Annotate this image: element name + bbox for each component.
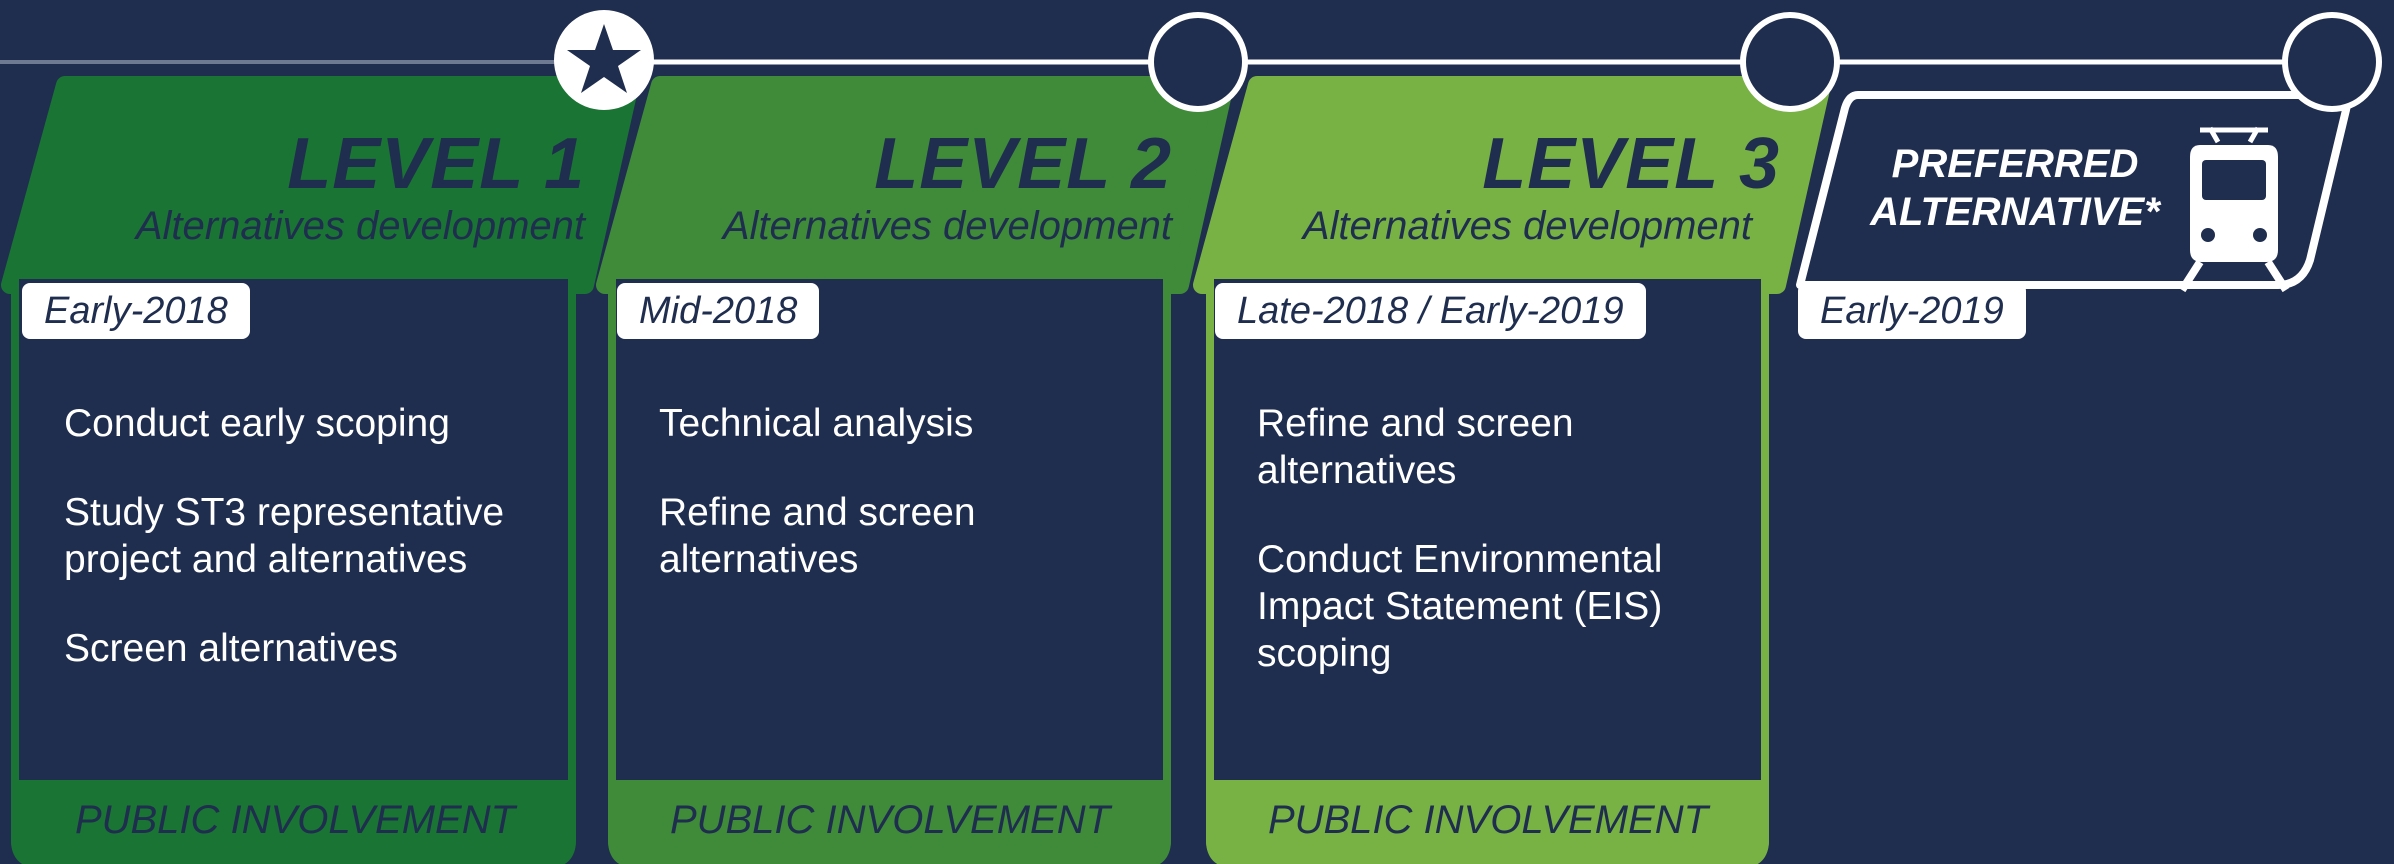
level-3-subtitle: Alternatives development bbox=[1302, 204, 1752, 248]
level-1-panel bbox=[1, 76, 639, 864]
level-2-subtitle: Alternatives development bbox=[722, 204, 1172, 248]
level-3-title: LEVEL 3 bbox=[1482, 124, 1780, 204]
milestone-1 bbox=[554, 10, 654, 110]
task-item: Technical analysis bbox=[659, 402, 974, 445]
level-2-title: LEVEL 2 bbox=[874, 124, 1172, 204]
level-1-title: LEVEL 1 bbox=[287, 124, 585, 204]
level-2-date: Mid-2018 bbox=[617, 283, 820, 339]
task-item: Study ST3 representative project and alt… bbox=[64, 491, 505, 581]
task-item: Conduct early scoping bbox=[64, 402, 450, 445]
level-3-footer: PUBLIC INVOLVEMENT bbox=[1267, 798, 1709, 842]
task-item: Conduct Environmental Impact Statement (… bbox=[1257, 538, 1663, 675]
level-2-banner bbox=[596, 76, 1234, 294]
light-rail-train-icon bbox=[2178, 126, 2290, 293]
star-icon bbox=[567, 24, 641, 93]
level-3-banner bbox=[1193, 76, 1831, 294]
task-item: Screen alternatives bbox=[64, 627, 398, 670]
task-item: Refine and screen alternatives bbox=[1257, 402, 1574, 492]
level-1-subtitle: Alternatives development bbox=[135, 204, 585, 248]
level-1-footer: PUBLIC INVOLVEMENT bbox=[74, 798, 516, 842]
level-1-task-list: Conduct early scoping Study ST3 represen… bbox=[64, 400, 584, 714]
level-2-task-list: Technical analysis Refine and screen alt… bbox=[659, 400, 1179, 625]
level-1-footer-band bbox=[11, 780, 576, 864]
task-item: Refine and screen alternatives bbox=[659, 491, 976, 581]
level-2-panel bbox=[596, 76, 1234, 864]
level-1-date: Early-2018 bbox=[22, 283, 250, 339]
preferred-title-line-1: PREFERRED bbox=[1891, 142, 2139, 186]
preferred-date: Early-2019 bbox=[1798, 283, 2026, 339]
level-2-footer-band bbox=[608, 780, 1171, 864]
milestone-3 bbox=[1740, 12, 1840, 112]
level-3-footer-band bbox=[1206, 780, 1769, 864]
milestone-2 bbox=[1148, 12, 1248, 112]
preferred-title: PREFERRED ALTERNATIVE* bbox=[1855, 140, 2175, 236]
level-2-footer: PUBLIC INVOLVEMENT bbox=[669, 798, 1111, 842]
level-3-panel bbox=[1193, 76, 1831, 864]
level-3-date: Late-2018 / Early-2019 bbox=[1215, 283, 1646, 339]
milestone-4 bbox=[2282, 12, 2382, 112]
level-3-task-list: Refine and screen alternatives Conduct E… bbox=[1257, 400, 1777, 719]
level-1-banner bbox=[1, 76, 639, 294]
preferred-title-line-2: ALTERNATIVE* bbox=[1870, 190, 2160, 234]
